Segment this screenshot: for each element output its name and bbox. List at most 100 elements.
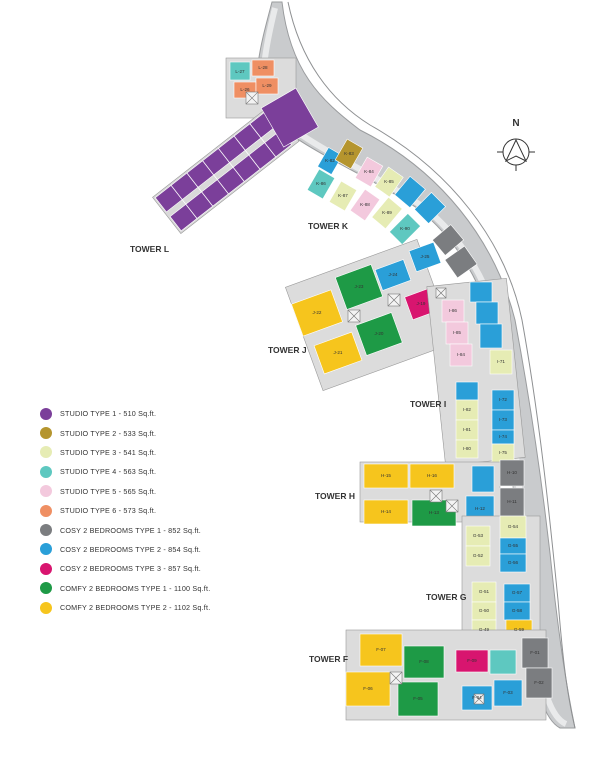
unit-f-02[interactable]	[525, 667, 553, 699]
unit-i-83[interactable]	[455, 381, 479, 401]
unit-g-56[interactable]	[499, 553, 527, 573]
unit-h-13[interactable]	[411, 499, 457, 527]
unit-i-80[interactable]	[455, 439, 479, 459]
unit-f-03[interactable]	[493, 679, 523, 707]
legend-swatch	[40, 582, 52, 595]
unit-k-90[interactable]	[389, 213, 421, 245]
unit-k-89[interactable]	[371, 196, 403, 230]
unit-label: K-83	[344, 151, 354, 156]
unit-label: J-19	[417, 301, 426, 306]
unit-l-27[interactable]	[229, 61, 251, 81]
legend-swatch	[40, 485, 52, 498]
unit-f-06[interactable]	[345, 671, 391, 707]
unit-f-05[interactable]	[397, 681, 439, 717]
unit-label: L-26	[240, 87, 250, 92]
unit-label: G-59	[514, 627, 525, 632]
unit-label: H-13	[429, 510, 439, 515]
legend-swatch	[40, 504, 52, 517]
legend-label: STUDIO TYPE 2 - 533 Sq.ft.	[60, 428, 157, 438]
unit-j-24[interactable]	[374, 259, 412, 291]
unit-g-52[interactable]	[465, 545, 491, 567]
unit-label: H-15	[381, 473, 391, 478]
unit-label: G-49	[479, 627, 490, 632]
legend-item-studio-type-1: STUDIO TYPE 1 - 510 Sq.ft.	[40, 404, 280, 423]
unit-h-16[interactable]	[409, 463, 455, 489]
unit-l-28[interactable]	[251, 59, 275, 77]
unit-h-11[interactable]	[499, 487, 525, 517]
unit-label: F-09	[467, 658, 477, 663]
unit-label: H-16	[427, 473, 437, 478]
legend-label: COSY 2 BEDROOMS TYPE 2 - 854 Sq.ft.	[60, 544, 201, 554]
legend-item-studio-type-3: STUDIO TYPE 3 - 541 Sq.ft.	[40, 443, 280, 462]
unit-label: G-52	[473, 553, 484, 558]
tower-k-block	[306, 138, 478, 279]
unit-label: F-08	[419, 659, 429, 664]
unit-k-83[interactable]	[334, 138, 364, 170]
unit-l-29[interactable]	[255, 77, 279, 95]
unit-j-20[interactable]	[355, 312, 403, 356]
compass: N	[497, 118, 535, 171]
unit-label: I-81	[463, 427, 471, 432]
compass-arrow-icon	[504, 138, 528, 163]
unit-h-15[interactable]	[363, 463, 409, 489]
unit-f-08[interactable]	[403, 645, 445, 679]
legend-swatch	[40, 427, 52, 440]
unit-label: G-57	[512, 590, 523, 595]
unit-label: F-01	[530, 650, 540, 655]
legend-item-studio-type-2: STUDIO TYPE 2 - 533 Sq.ft.	[40, 423, 280, 442]
unit-f-07[interactable]	[359, 633, 403, 667]
tower-g-block	[461, 515, 541, 647]
unit-h-14[interactable]	[363, 499, 409, 525]
unit-label: J-21	[334, 350, 343, 355]
compass-north-label: N	[512, 118, 519, 129]
legend-swatch	[40, 407, 52, 420]
unit-i-84[interactable]	[449, 343, 473, 367]
tower-label-g: TOWER G	[426, 592, 467, 602]
unit-label: I-71	[497, 359, 505, 364]
unit-j-25[interactable]	[408, 241, 442, 273]
legend-item-studio-type-5: STUDIO TYPE 5 - 565 Sq.ft.	[40, 482, 280, 501]
unit-j-22[interactable]	[291, 289, 343, 337]
unit-f-04[interactable]	[461, 685, 493, 711]
unit-label: G-56	[508, 560, 519, 565]
unit-label: G-55	[508, 543, 519, 548]
unit-label: L-29	[262, 83, 272, 88]
unit-label: K-88	[360, 202, 370, 207]
unit-label: I-80	[463, 446, 471, 451]
unit-k-85[interactable]	[374, 166, 404, 198]
unit-label: H-14	[381, 509, 391, 514]
legend-label: STUDIO TYPE 6 - 573 Sq.ft.	[60, 506, 157, 516]
unit-label: H-12	[475, 506, 485, 511]
unit-label: F-07	[376, 647, 386, 652]
legend-item-studio-type-6: STUDIO TYPE 6 - 573 Sq.ft.	[40, 501, 280, 520]
unit-k-86[interactable]	[306, 168, 336, 200]
unit-label: G-58	[512, 608, 523, 613]
unit-f-01[interactable]	[521, 637, 549, 669]
unit-label: G-51	[479, 589, 490, 594]
unit-k-84[interactable]	[354, 156, 384, 188]
unit-label: F-03	[503, 690, 513, 695]
core-markers	[245, 91, 485, 705]
unit-label: G-50	[479, 608, 490, 613]
legend-item-cosy-2br-type-1: COSY 2 BEDROOMS TYPE 1 - 852 Sq.ft.	[40, 520, 280, 539]
unit-k-82[interactable]	[317, 147, 343, 175]
unit-k-88[interactable]	[349, 188, 381, 222]
unit-f-09[interactable]	[455, 649, 489, 673]
unit-label: I-82	[463, 407, 471, 412]
unit-i-71[interactable]	[489, 349, 513, 375]
legend-item-cosy-2br-type-3: COSY 2 BEDROOMS TYPE 3 - 857 Sq.ft.	[40, 559, 280, 578]
legend-label: COMFY 2 BEDROOMS TYPE 1 - 1100 Sq.ft.	[60, 583, 211, 593]
unit-label: K-90	[400, 226, 410, 231]
tower-label-h: TOWER H	[315, 491, 355, 501]
unit-k-87[interactable]	[328, 180, 358, 212]
unit-label: J-23	[355, 284, 364, 289]
unit-label: I-86	[449, 308, 457, 313]
unit-h-10[interactable]	[499, 459, 525, 487]
unit-j-23[interactable]	[334, 264, 384, 310]
unit-label: K-87	[338, 193, 348, 198]
unit-label: J-25	[421, 254, 430, 259]
tower-j-block	[285, 238, 455, 392]
unit-label: F-02	[534, 680, 544, 685]
unit-j-21[interactable]	[313, 331, 363, 375]
